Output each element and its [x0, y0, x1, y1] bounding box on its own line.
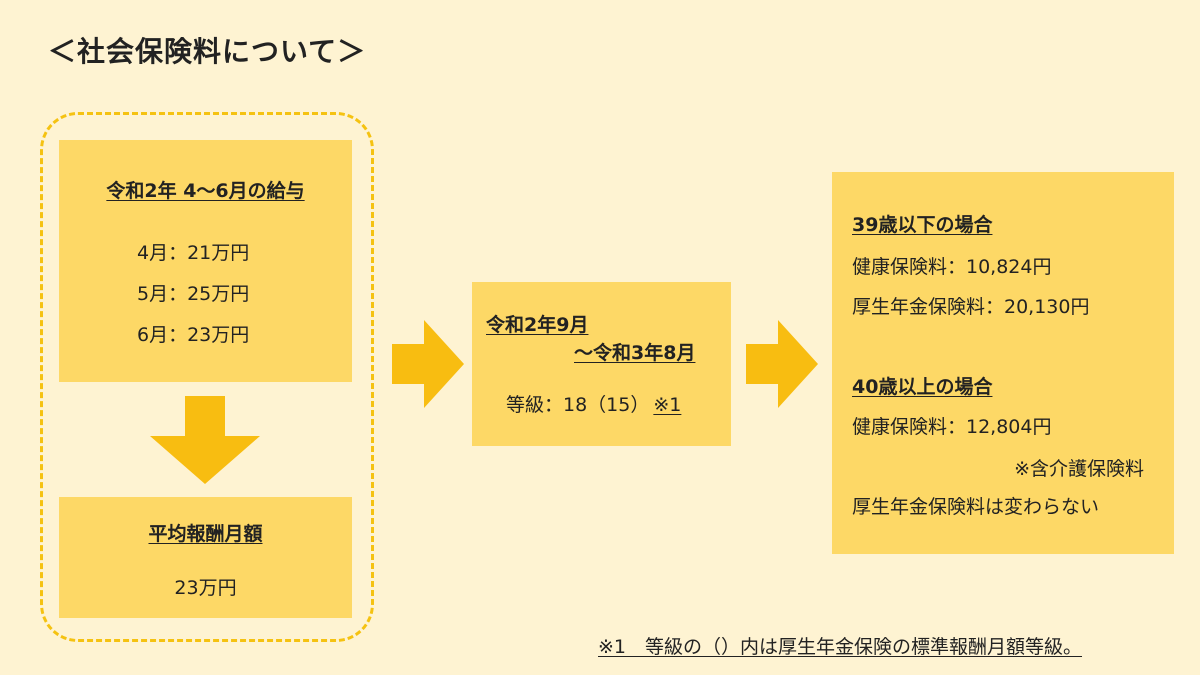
period-end: 〜令和3年8月 — [574, 342, 696, 364]
salary-box: 令和2年 4〜6月の給与 4月：21万円 5月：25万円 6月：23万円 — [59, 140, 352, 382]
average-heading: 平均報酬月額 — [148, 523, 263, 545]
average-value: 23万円 — [174, 577, 237, 599]
under39-health: 健康保険料：10,824円 — [852, 256, 1052, 278]
over40-health: 健康保険料：12,804円 — [852, 416, 1052, 438]
grade-label: 等級：18（15） — [506, 394, 650, 416]
average-box: 平均報酬月額 23万円 — [59, 497, 352, 618]
arrow-down-icon — [150, 396, 260, 484]
over40-heading: 40歳以上の場合 — [852, 376, 993, 398]
salary-april: 4月：21万円 — [137, 242, 250, 264]
grade-row: 等級：18（15）※1 — [506, 390, 681, 417]
note-ref: ※1 — [653, 394, 682, 416]
period-start: 令和2年9月 — [486, 314, 589, 336]
over40-care-note: ※含介護保険料 — [1014, 458, 1144, 480]
under39-pension: 厚生年金保険料：20,130円 — [852, 296, 1090, 318]
dashed-group-frame — [40, 112, 374, 642]
salary-june: 6月：23万円 — [137, 324, 250, 346]
salary-may: 5月：25万円 — [137, 283, 250, 305]
arrow-right-icon — [392, 320, 464, 408]
salary-heading: 令和2年 4〜6月の給与 — [106, 180, 305, 202]
arrow-right-icon — [746, 320, 818, 408]
over40-pension-note: 厚生年金保険料は変わらない — [852, 496, 1100, 518]
under39-heading: 39歳以下の場合 — [852, 214, 993, 236]
footnote: ※1 等級の（）内は厚生年金保険の標準報酬月額等級。 — [598, 636, 1083, 658]
page-title: ＜社会保険料について＞ — [48, 35, 367, 68]
grade-box: 令和2年9月 〜令和3年8月 等級：18（15）※1 — [472, 282, 731, 446]
result-box: 39歳以下の場合 健康保険料：10,824円 厚生年金保険料：20,130円 4… — [832, 172, 1174, 554]
